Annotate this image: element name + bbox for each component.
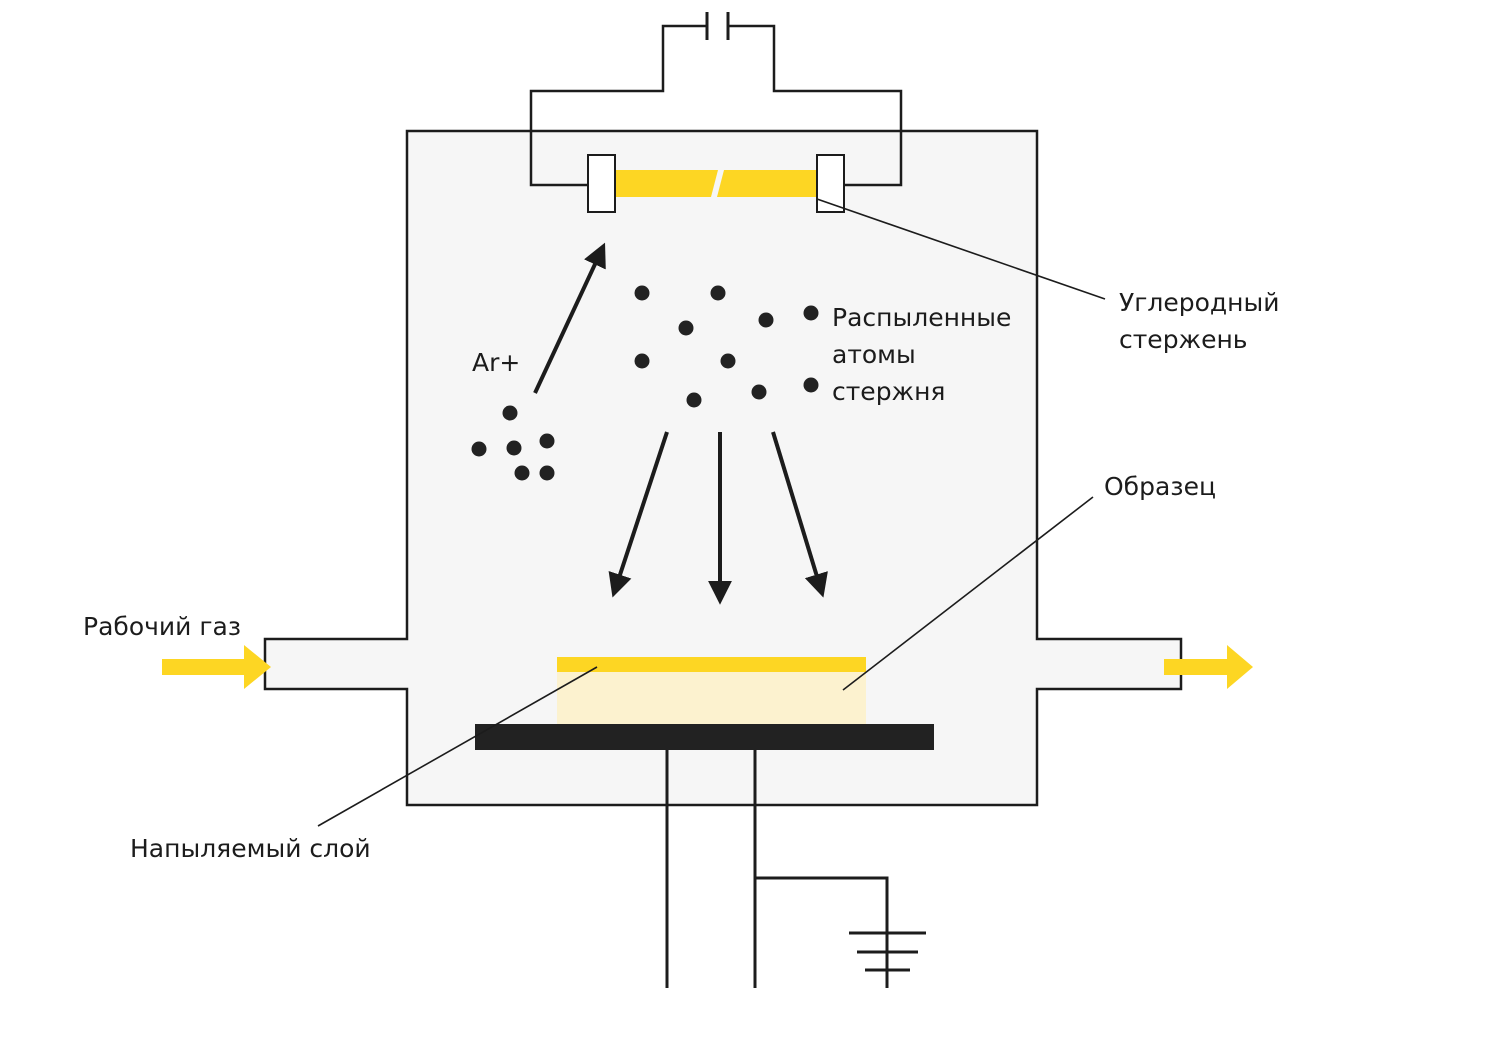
circuit-wire-left xyxy=(529,24,707,187)
electrode-clamp-right xyxy=(816,154,845,213)
deposition-arrow-left xyxy=(608,431,669,598)
sputtered-atom xyxy=(803,377,819,393)
label-working-gas: Рабочий газ xyxy=(83,612,242,641)
sputtered-atom xyxy=(720,353,736,369)
label-carbon-rod-line-2: стержень xyxy=(1119,325,1248,354)
electrode-clamp-left xyxy=(587,154,616,213)
argon-ions-cluster xyxy=(471,405,555,481)
ground-symbol xyxy=(849,931,926,972)
sputtered-atom xyxy=(634,285,650,301)
gas-outlet-arrow xyxy=(1164,645,1253,689)
label-sputtered-atoms-line-1: Распыленные xyxy=(832,303,1012,332)
argon-ion xyxy=(502,405,518,421)
label-ar-ion: Ar+ xyxy=(472,348,521,377)
sputtered-atom xyxy=(678,320,694,336)
leader-carbon-rod xyxy=(816,198,1106,300)
label-deposited-layer: Напыляемый слой xyxy=(130,834,371,863)
circuit-wire-right xyxy=(728,24,903,187)
argon-ion xyxy=(539,465,555,481)
label-sample: Образец xyxy=(1104,472,1216,501)
sputtered-atom xyxy=(751,384,767,400)
carbon-rod-right-segment xyxy=(717,170,816,197)
leader-sample xyxy=(842,496,1094,691)
power-source-circuit xyxy=(529,12,903,187)
deposition-arrow-right xyxy=(771,431,828,598)
sample xyxy=(557,672,866,724)
label-carbon-rod-line-1: Углеродный xyxy=(1119,288,1280,317)
ar-ion-arrow xyxy=(533,242,606,394)
leader-lines xyxy=(317,198,1106,827)
argon-ion xyxy=(514,465,530,481)
leader-deposited-layer xyxy=(317,666,598,827)
deposition-arrows xyxy=(608,431,828,605)
sample-stage xyxy=(475,724,934,750)
sputtered-atom xyxy=(710,285,726,301)
vacuum-chamber xyxy=(263,129,1183,807)
argon-ion xyxy=(539,433,555,449)
deposited-layer xyxy=(557,657,866,672)
sputtered-atom xyxy=(803,305,819,321)
sputtered-atom xyxy=(758,312,774,328)
label-sputtered-atoms-line-3: стержня xyxy=(832,377,946,406)
sputtered-atom xyxy=(634,353,650,369)
argon-ion xyxy=(506,440,522,456)
label-sputtered-atoms-line-2: атомы xyxy=(832,340,916,369)
gas-inlet-arrow xyxy=(162,645,271,689)
argon-ion xyxy=(471,441,487,457)
sputtered-atoms-cluster xyxy=(634,285,819,408)
carbon-rod-left-segment xyxy=(616,170,718,197)
sputtered-atom xyxy=(686,392,702,408)
